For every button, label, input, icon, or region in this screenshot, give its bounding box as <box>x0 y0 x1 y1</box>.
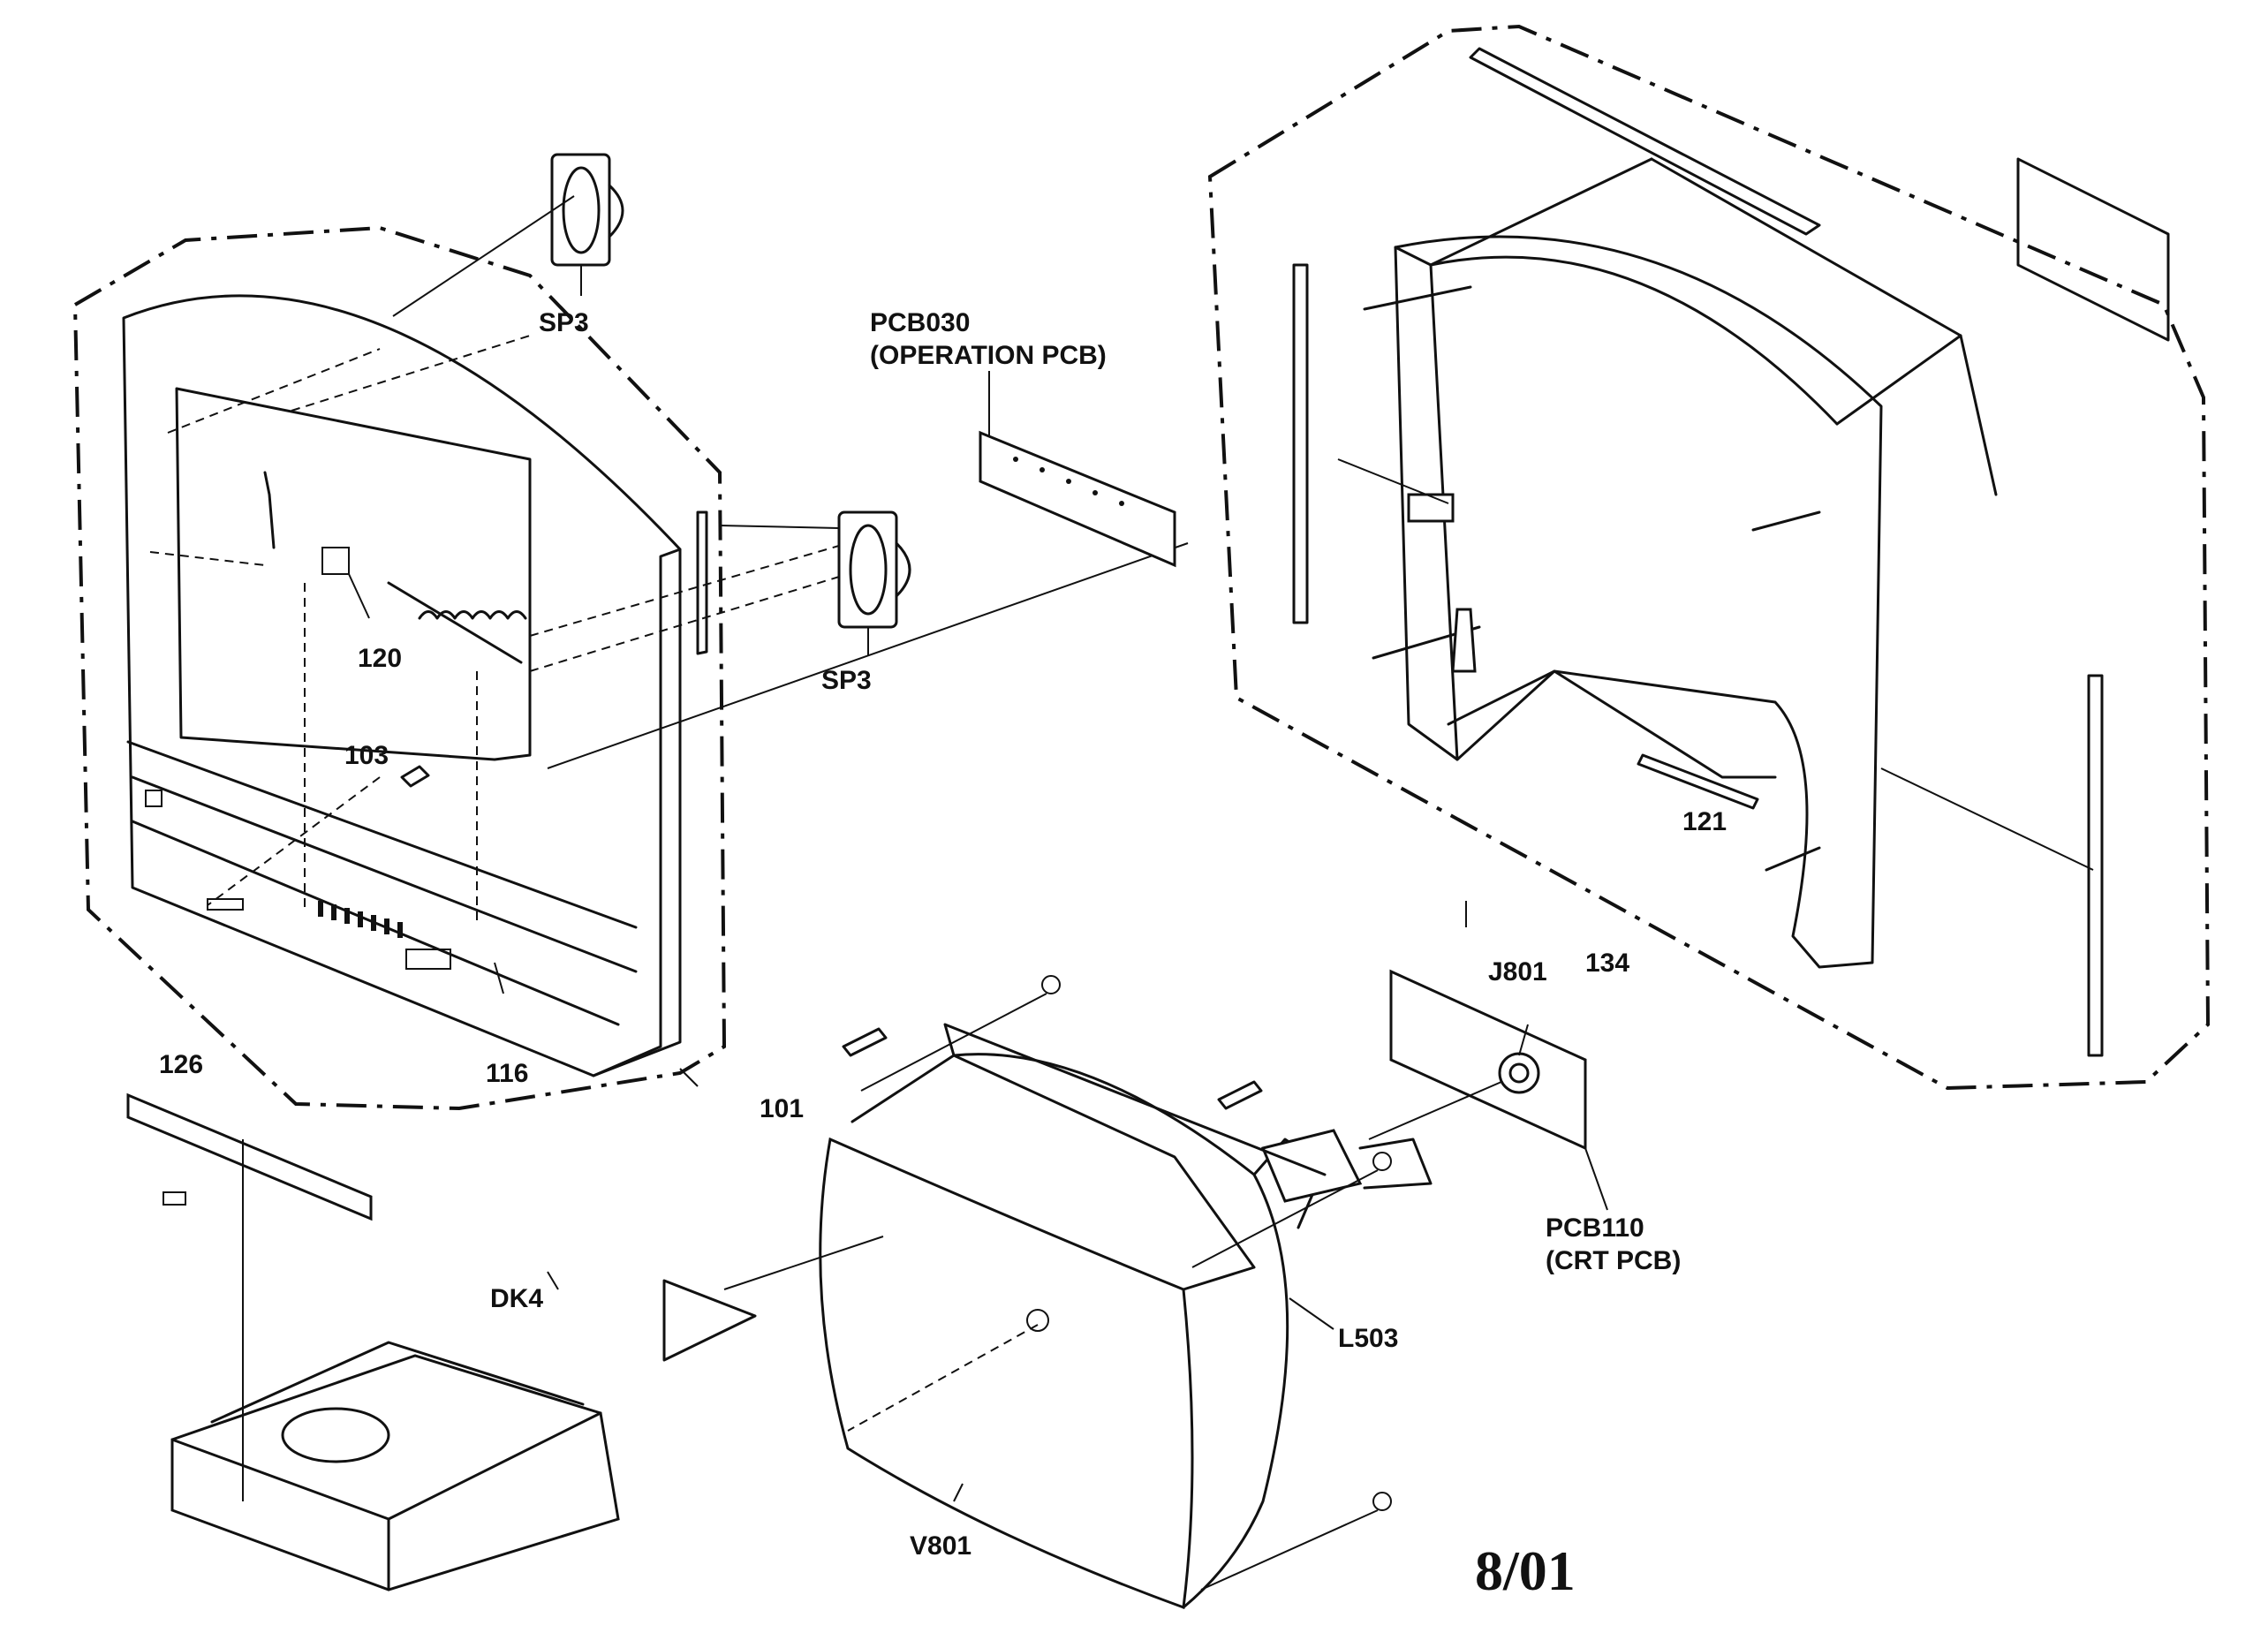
label-126: 126 <box>159 1050 203 1079</box>
part-103-clip <box>400 765 430 788</box>
label-pcb110-line2: (CRT PCB) <box>1546 1246 1681 1275</box>
label-sp3-top: SP3 <box>539 308 589 337</box>
label-pcb110-line1: PCB110 <box>1546 1213 1644 1243</box>
rear-panel-left <box>1292 263 1309 624</box>
label-dk4: DK4 <box>490 1284 543 1313</box>
label-134: 134 <box>1585 949 1629 978</box>
rear-cabinet-boundary <box>1207 24 2211 1091</box>
speaker-sp3-top <box>550 153 624 291</box>
mounting-bosses <box>1363 285 1821 872</box>
rear-label-plate <box>2016 157 2170 342</box>
front-window-126 <box>126 1092 373 1221</box>
button-row <box>318 901 403 938</box>
rear-cabinet-shell <box>1394 235 1883 969</box>
label-pcb030-line1: PCB030 <box>870 308 970 337</box>
rear-panel-top <box>1469 47 1821 236</box>
screen-opening <box>175 387 532 761</box>
rear-panel-right <box>2087 674 2104 1057</box>
front-jack-panel <box>405 949 451 970</box>
dvd-loader-dk4 <box>170 1341 620 1591</box>
label-j801: J801 <box>1488 957 1547 987</box>
label-v801: V801 <box>910 1531 971 1561</box>
label-l503: L503 <box>1338 1324 1398 1353</box>
control-panel-strip <box>126 740 638 1026</box>
page-stamp: 8/01 <box>1475 1539 1576 1602</box>
leader-lines <box>348 291 1608 1502</box>
disc-tray-recess <box>281 1407 390 1463</box>
operation-pcb <box>979 371 1176 568</box>
part-120-bracket <box>321 547 527 664</box>
crt-screws <box>842 975 1392 1591</box>
front-window-126-slot <box>207 898 244 911</box>
side-speaker-grille <box>696 510 708 655</box>
label-pcb030-line2: (OPERATION PCB) <box>870 341 1107 370</box>
speaker-sp3-mid <box>837 510 911 655</box>
label-103: 103 <box>344 741 389 770</box>
part-121-bracket <box>1637 753 1759 810</box>
front-cabinet-boundary <box>72 225 727 1111</box>
label-101: 101 <box>760 1094 804 1123</box>
label-121: 121 <box>1682 807 1727 836</box>
crt-tube <box>819 1023 1433 1610</box>
rear-cabinet-group <box>1207 24 2211 1091</box>
crt-pcb <box>1368 969 1587 1151</box>
front-cabinet-side <box>592 548 682 1077</box>
front-cabinet-group <box>72 225 849 1111</box>
label-sp3-mid: SP3 <box>821 666 872 695</box>
front-cabinet-outline <box>122 294 682 1077</box>
crt-face <box>819 1137 1194 1610</box>
label-120: 120 <box>358 644 402 673</box>
crt-neck <box>1260 1129 1363 1203</box>
power-button <box>145 790 163 807</box>
label-116: 116 <box>486 1059 528 1088</box>
